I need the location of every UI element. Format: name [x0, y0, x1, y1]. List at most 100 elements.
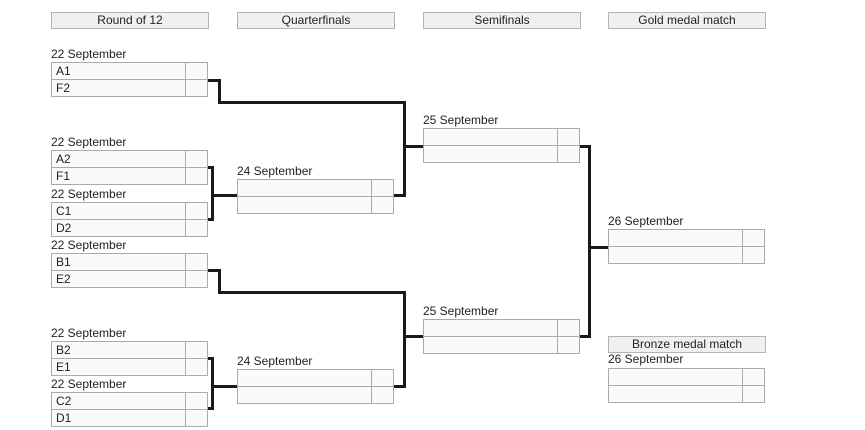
team-score — [185, 342, 207, 358]
team-score — [185, 271, 207, 287]
team-row: A2 — [52, 151, 207, 167]
team-row — [424, 129, 579, 145]
team-row — [609, 246, 764, 263]
team-score — [185, 168, 207, 184]
team-name — [238, 387, 371, 403]
team-name — [609, 247, 742, 263]
connector-line — [211, 166, 214, 221]
team-name — [424, 337, 557, 353]
team-row — [238, 386, 393, 403]
team-row: E1 — [52, 358, 207, 375]
match-date: 22 September — [51, 326, 127, 340]
team-score — [371, 370, 393, 386]
team-name — [238, 370, 371, 386]
team-name: D1 — [56, 411, 72, 425]
team-score — [185, 254, 207, 270]
match-date: 25 September — [423, 304, 499, 318]
team-score — [185, 80, 207, 96]
match-date: 22 September — [51, 238, 127, 252]
team-name: F1 — [56, 169, 71, 183]
team-name — [609, 230, 742, 246]
connector-line — [218, 79, 221, 104]
team-score — [185, 220, 207, 236]
connector-line — [211, 357, 214, 410]
team-name — [238, 180, 371, 196]
team-row — [424, 145, 579, 162]
match-date: 22 September — [51, 377, 127, 391]
team-score — [371, 387, 393, 403]
team-name: D2 — [56, 221, 72, 235]
team-row — [609, 385, 764, 402]
match-a2-f1: A2 F1 — [51, 150, 208, 185]
connector-line — [403, 335, 423, 338]
match-date: 25 September — [423, 113, 499, 127]
team-score — [185, 63, 207, 79]
team-score — [371, 180, 393, 196]
team-name: B2 — [56, 343, 71, 357]
team-row: F2 — [52, 79, 207, 96]
team-row: D2 — [52, 219, 207, 236]
match-date: 26 September — [608, 352, 684, 366]
team-score — [742, 369, 764, 385]
column-header-gold-medal-match: Gold medal match — [608, 12, 766, 29]
match-date: 24 September — [237, 354, 313, 368]
match-date: 22 September — [51, 187, 127, 201]
match-semifinal-1 — [423, 128, 580, 163]
match-c2-d1: C2 D1 — [51, 392, 208, 427]
connector-line — [403, 291, 406, 388]
team-row — [238, 370, 393, 386]
team-score — [557, 129, 579, 145]
team-score — [185, 393, 207, 409]
team-score — [371, 197, 393, 213]
team-name: E2 — [56, 272, 71, 286]
match-date: 24 September — [237, 164, 313, 178]
team-name: C1 — [56, 204, 72, 218]
match-c1-d2: C1 D2 — [51, 202, 208, 237]
column-header-semifinals: Semifinals — [423, 12, 581, 29]
match-quarterfinal-2 — [237, 369, 394, 404]
team-score — [185, 203, 207, 219]
connector-line — [588, 246, 608, 249]
match-date: 22 September — [51, 47, 127, 61]
team-row — [238, 180, 393, 196]
team-score — [185, 151, 207, 167]
team-name — [609, 369, 742, 385]
column-header-round-of-12: Round of 12 — [51, 12, 209, 29]
connector-line — [218, 291, 406, 294]
team-score — [742, 386, 764, 402]
team-row — [424, 336, 579, 353]
match-b1-e2: B1 E2 — [51, 253, 208, 288]
team-score — [557, 320, 579, 336]
team-name: C2 — [56, 394, 72, 408]
match-date: 26 September — [608, 214, 684, 228]
team-score — [185, 359, 207, 375]
team-name: A2 — [56, 152, 71, 166]
team-name — [238, 197, 371, 213]
column-header-quarterfinals: Quarterfinals — [237, 12, 395, 29]
match-gold-medal — [608, 229, 765, 264]
team-score — [185, 410, 207, 426]
team-row: E2 — [52, 270, 207, 287]
match-b2-e1: B2 E1 — [51, 341, 208, 376]
connector-line — [218, 269, 221, 294]
connector-line — [208, 269, 220, 272]
connector-line — [580, 335, 588, 338]
connector-line — [211, 385, 237, 388]
team-row — [609, 230, 764, 246]
column-header-bronze-medal-match: Bronze medal match — [608, 336, 766, 353]
team-row: C2 — [52, 393, 207, 409]
team-row: F1 — [52, 167, 207, 184]
connector-line — [218, 101, 406, 104]
team-name: A1 — [56, 64, 71, 78]
connector-line — [403, 145, 423, 148]
connector-line — [211, 194, 237, 197]
team-name: B1 — [56, 255, 71, 269]
team-row: C1 — [52, 203, 207, 219]
team-score — [557, 337, 579, 353]
team-row — [238, 196, 393, 213]
team-row: B1 — [52, 254, 207, 270]
team-name — [609, 386, 742, 402]
match-bronze-medal — [608, 368, 765, 403]
connector-line — [208, 79, 220, 82]
team-score — [742, 230, 764, 246]
